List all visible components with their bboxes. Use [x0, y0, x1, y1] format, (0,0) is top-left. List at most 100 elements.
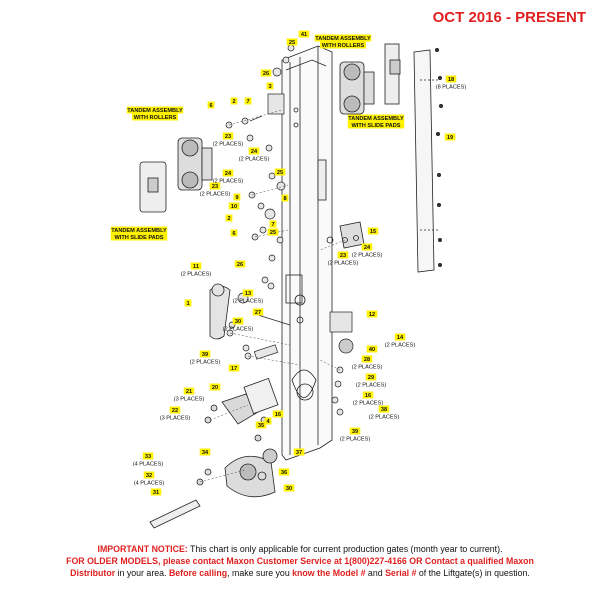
part-number-highlight — [337, 251, 349, 259]
callout-highlight — [132, 113, 178, 121]
part-qty-11: (2 PLACES) — [181, 272, 212, 278]
notice-serial-number: Serial # — [385, 568, 417, 578]
part-number-15: 15 — [370, 229, 376, 235]
notice-line-2: FOR OLDER MODELS, please contact Maxon C… — [20, 555, 580, 567]
notice-model-number: know the Model # — [292, 568, 366, 578]
part-number-8: 8 — [283, 196, 286, 202]
part-number-24b: 24 — [225, 171, 232, 177]
notice-older-models: FOR OLDER MODELS, please contact Maxon C… — [66, 556, 534, 566]
callout-highlight — [347, 114, 405, 122]
notice-text-3c: , make sure you — [227, 568, 293, 578]
part-number-highlight — [244, 97, 252, 105]
part-number-highlight — [255, 421, 267, 429]
lower-pivot-assembly — [149, 448, 278, 529]
part-number-26b: 26 — [237, 262, 243, 268]
part-number-highlight — [230, 229, 238, 237]
tandem-rollers-top-right — [339, 61, 375, 115]
part-qty-24c: (2 PLACES) — [352, 253, 383, 259]
part-number-highlight — [234, 260, 246, 268]
part-number-39b: 39 — [352, 429, 358, 435]
part-number-6a: 6 — [209, 103, 212, 109]
part-number-highlight — [349, 427, 361, 435]
part-number-highlight — [362, 391, 374, 399]
part-number-highlight — [252, 308, 264, 316]
part-number-highlight — [266, 82, 274, 90]
callout-highlight — [126, 106, 184, 114]
date-range-title: OCT 2016 - PRESENT — [432, 9, 586, 26]
part-number-highlight — [445, 75, 457, 83]
callout-highlight — [110, 233, 168, 241]
notice-text-3g: of the Liftgate(s) in question. — [416, 568, 530, 578]
part-number-20: 20 — [212, 385, 218, 391]
callout-tandem-rollers-b-line-1: TANDEM ASSEMBLY — [127, 108, 183, 114]
part-number-33: 33 — [145, 454, 151, 460]
part-number-37: 37 — [296, 450, 302, 456]
part-number-7b: 7 — [271, 222, 274, 228]
part-qty-16a: (2 PLACES) — [353, 401, 384, 407]
part-qty-39b: (2 PLACES) — [340, 437, 371, 443]
part-number-24a: 24 — [251, 149, 258, 155]
part-qty-33: (4 PLACES) — [133, 462, 164, 468]
notice-heading: IMPORTANT NOTICE: — [97, 544, 188, 554]
callout-tandem-pads-a-line-1: TANDEM ASSEMBLY — [348, 116, 404, 122]
part-qty-39a: (2 PLACES) — [190, 360, 221, 366]
part-number-36: 36 — [281, 470, 287, 476]
part-number-38: 38 — [381, 407, 387, 413]
part-number-highlight — [222, 169, 234, 177]
callout-tandem-rollers-b-line-2: WITH ROLLERS — [134, 115, 177, 121]
part-number-highlight — [248, 147, 260, 155]
notice-line-1: IMPORTANT NOTICE: This chart is only app… — [20, 543, 580, 555]
callout-highlight — [320, 41, 366, 49]
part-number-highlight — [209, 383, 221, 391]
part-number-13: 13 — [245, 291, 251, 297]
part-qty-18: (8 PLACES) — [436, 85, 467, 91]
part-number-31: 31 — [153, 490, 159, 496]
callout-highlight — [314, 34, 372, 42]
part-number-16b: 16 — [275, 412, 281, 418]
part-number-highlight — [283, 484, 295, 492]
notice-distributor: Distributor — [70, 568, 116, 578]
part-number-highlight — [230, 97, 238, 105]
part-number-highlight — [361, 355, 373, 363]
part-number-30b: 30 — [286, 486, 292, 492]
part-number-highlight — [142, 452, 154, 460]
part-number-16a: 16 — [365, 393, 371, 399]
part-number-6b: 6 — [232, 231, 235, 237]
part-number-highlight — [361, 243, 373, 251]
part-number-highlight — [233, 193, 241, 201]
part-number-17: 17 — [231, 366, 237, 372]
part-number-highlight — [199, 350, 211, 358]
rail-strip — [413, 48, 443, 273]
part-number-22: 22 — [172, 408, 178, 414]
part-number-12: 12 — [369, 312, 375, 318]
part-number-18: 18 — [448, 77, 454, 83]
part-number-highlight — [242, 289, 254, 297]
part-qty-24a: (2 PLACES) — [239, 157, 270, 163]
part-number-highlight — [150, 488, 162, 496]
part-number-32: 32 — [146, 473, 152, 479]
part-number-2a: 2 — [232, 99, 235, 105]
part-number-25c: 25 — [270, 230, 276, 236]
part-number-23c: 23 — [340, 253, 346, 259]
part-number-highlight — [298, 30, 310, 38]
part-number-2b: 2 — [227, 216, 230, 222]
cylinder-1 — [209, 283, 231, 340]
part-number-highlight — [278, 468, 290, 476]
part-number-4: 4 — [266, 419, 270, 425]
notice-text-3a: in your area. — [115, 568, 169, 578]
callout-highlight — [347, 121, 405, 129]
part-number-7a: 7 — [246, 99, 249, 105]
part-number-highlight — [222, 132, 234, 140]
part-number-highlight — [228, 202, 240, 210]
part-qty-14: (2 PLACES) — [385, 343, 416, 349]
part-number-highlight — [444, 133, 456, 141]
part-number-highlight — [199, 448, 211, 456]
part-number-highlight — [378, 405, 390, 413]
part-number-highlight — [365, 373, 377, 381]
part-number-11: 11 — [193, 264, 199, 270]
part-number-highlight — [293, 448, 305, 456]
callout-tandem-pads-a-line-2: WITH SLIDE PADS — [352, 123, 401, 129]
part-number-highlight — [367, 227, 379, 235]
